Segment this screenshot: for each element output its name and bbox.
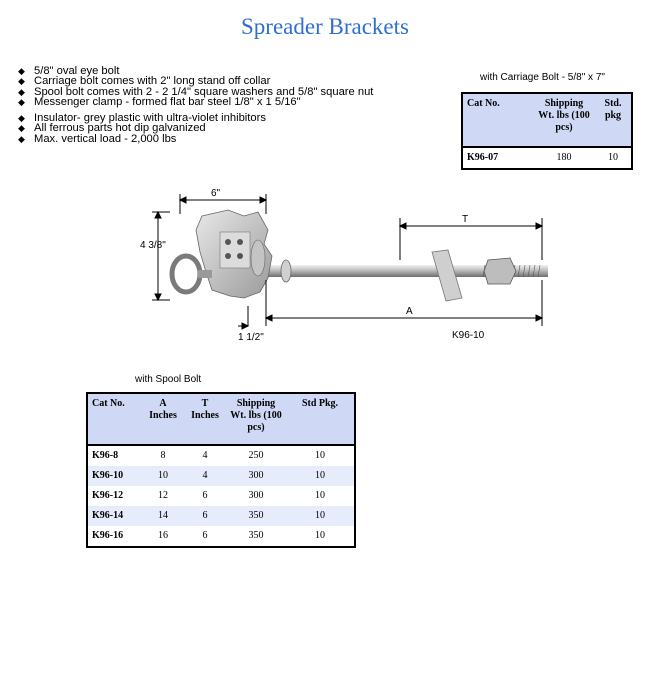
cell-t: 6: [202, 490, 208, 501]
part-number-label: K96-10: [452, 330, 485, 341]
feature-item: ◆All ferrous parts hot dip galvanized: [18, 122, 206, 135]
cell-a: 8: [160, 450, 166, 461]
spreader-bracket-diagram: 6" 4 3/8" 1 1/2" T A K96-10: [140, 188, 548, 343]
cell-shipping: 300: [226, 466, 286, 486]
bullet-diamond-icon: ◆: [18, 66, 25, 76]
bullet-diamond-icon: ◆: [18, 113, 25, 124]
dim-a-line: [264, 280, 544, 326]
cell-cat-no: K96-16: [92, 530, 124, 541]
threaded-rod: [248, 264, 548, 278]
dim-width-label: 6": [211, 188, 221, 199]
cell-t: 6: [202, 530, 208, 541]
page-title: Spreader Brackets: [241, 14, 409, 39]
feature-item: ◆Max. vertical load - 2,000 lbs: [18, 132, 177, 145]
col-header-cat-no: Cat No.: [462, 93, 533, 148]
square-washer: [431, 249, 463, 302]
cell-std-pkg: 10: [286, 506, 355, 526]
bracket-body: [195, 209, 273, 299]
cell-cat-no: K96-14: [87, 506, 142, 526]
cell-a: 16: [158, 530, 168, 541]
cell-a: 10: [142, 466, 184, 486]
table-row: K96-14 14 6 350 10: [87, 506, 355, 526]
bullet-diamond-icon: ◆: [18, 96, 25, 107]
collar: [280, 259, 292, 283]
cell-shipping: 250: [248, 450, 264, 461]
feature-list: ◆5/8" oval eye bolt ◆Carriage bolt comes…: [18, 65, 374, 145]
bullet-diamond-icon: ◆: [18, 86, 25, 97]
cell-cat-no: K96-10: [87, 466, 142, 486]
dim-collar-label: 1 1/2": [238, 332, 264, 343]
cell-a: 12: [158, 490, 168, 501]
cell-shipping: 350: [226, 506, 286, 526]
square-nut: [483, 257, 517, 285]
dim-a-label: A: [406, 306, 413, 317]
cell-cat-no: K96-12: [92, 490, 124, 501]
table-row: K96-8 8 4 250 10: [87, 445, 355, 466]
dim-height-line: [152, 210, 170, 302]
cell-t: 4: [202, 450, 208, 461]
col-header-shipping: Shipping Wt. lbs (100 pcs): [533, 93, 595, 148]
cell-shipping: 180: [556, 152, 572, 163]
col-header-std-pkg: Std. pkg: [595, 93, 632, 148]
col-header-std-pkg: Std Pkg.: [286, 393, 355, 446]
carriage-bolt-table: Cat No. Shipping Wt. lbs (100 pcs) Std. …: [461, 92, 633, 170]
feature-item: ◆Spool bolt comes with 2 - 2 1/4" square…: [18, 85, 374, 98]
dim-height-label: 4 3/8": [140, 240, 166, 251]
spool-bolt-table: Cat No. A Inches T Inches Shipping Wt. l…: [86, 392, 356, 548]
dim-t-line: [398, 218, 544, 260]
cell-a: 14: [142, 506, 184, 526]
col-header-a-inches: A Inches: [142, 393, 184, 446]
cell-t: 4: [184, 466, 226, 486]
bullet-diamond-icon: ◆: [18, 133, 25, 144]
bullet-diamond-icon: ◆: [18, 123, 25, 134]
cell-std-pkg: 10: [608, 152, 618, 163]
cell-shipping: 350: [248, 530, 264, 541]
dim-t-label: T: [462, 214, 468, 225]
feature-item: ◆Messenger clamp - formed flat bar steel…: [18, 95, 301, 108]
col-header-cat-no: Cat No.: [87, 393, 142, 446]
dim-width-line: [178, 194, 268, 214]
cell-std-pkg: 10: [315, 450, 325, 461]
cell-cat-no: K96-8: [92, 450, 119, 461]
table-row: K96-12 12 6 300 10: [87, 486, 355, 506]
col-header-shipping: Shipping Wt. lbs (100 pcs): [226, 393, 286, 446]
carriage-table-caption: with Carriage Bolt - 5/8" x 7": [480, 72, 605, 83]
cell-cat-no: K96-07: [467, 152, 499, 163]
dim-collar-line: [238, 306, 250, 330]
col-header-t-inches: T Inches: [184, 393, 226, 446]
cell-t: 6: [184, 506, 226, 526]
oval-eye-bolt: [169, 253, 212, 295]
feature-item: ◆5/8" oval eye bolt: [18, 65, 120, 77]
table-row: K96-07 180 10: [462, 147, 632, 169]
cell-std-pkg: 10: [315, 530, 325, 541]
table-row: K96-16 16 6 350 10: [87, 526, 355, 547]
cell-shipping: 300: [248, 490, 264, 501]
spool-table-caption: with Spool Bolt: [135, 374, 202, 385]
feature-item: ◆Insulator- grey plastic with ultra-viol…: [18, 112, 266, 125]
feature-item: ◆Carriage bolt comes with 2" long stand …: [18, 75, 271, 88]
cell-std-pkg: 10: [286, 466, 355, 486]
table-row: K96-10 10 4 300 10: [87, 466, 355, 486]
cell-std-pkg: 10: [315, 490, 325, 501]
bullet-diamond-icon: ◆: [18, 76, 25, 87]
